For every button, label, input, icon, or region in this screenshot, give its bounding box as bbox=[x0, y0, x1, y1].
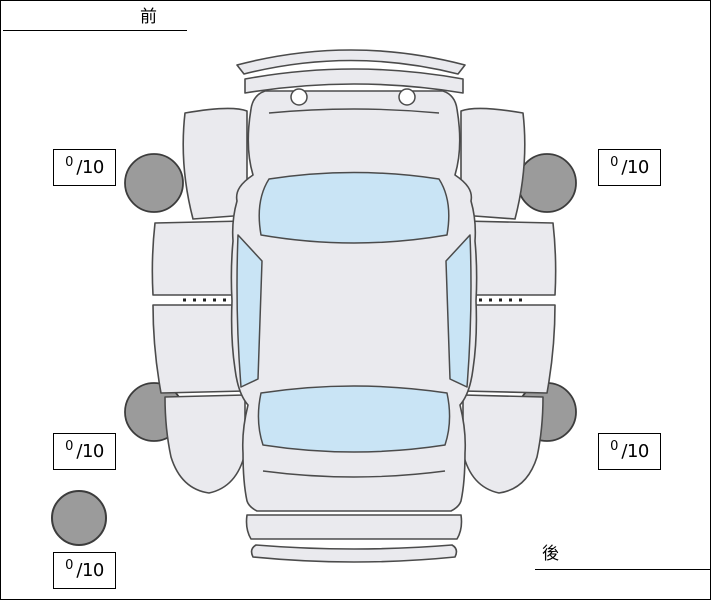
rear-bumper-upper bbox=[245, 514, 463, 540]
front-label: 前 bbox=[140, 7, 157, 27]
left-side-window bbox=[236, 234, 263, 388]
trunk-seam bbox=[262, 470, 446, 478]
score-value: 0 bbox=[610, 439, 619, 454]
tread-score-rear-right: 0/10 bbox=[598, 433, 661, 470]
front-underline bbox=[3, 30, 187, 31]
rear-left-quarter-panel bbox=[164, 394, 246, 494]
score-max: /10 bbox=[621, 441, 649, 462]
hood-seam bbox=[268, 108, 440, 114]
front-left-door bbox=[151, 220, 246, 296]
rear-bumper-lower bbox=[250, 544, 458, 563]
score-max: /10 bbox=[76, 441, 104, 462]
right-side-window bbox=[445, 234, 472, 388]
score-max: /10 bbox=[621, 157, 649, 178]
rear-right-door bbox=[462, 304, 556, 394]
wheel-front-left bbox=[124, 153, 184, 213]
front-right-fender bbox=[460, 107, 526, 220]
wheel-front-right bbox=[517, 153, 577, 213]
hood-right-circle bbox=[398, 88, 416, 106]
tread-score-front-right: 0/10 bbox=[598, 149, 661, 186]
score-value: 0 bbox=[65, 558, 74, 573]
score-value: 0 bbox=[65, 439, 74, 454]
rear-right-quarter-panel bbox=[462, 394, 544, 494]
rear-left-door bbox=[152, 304, 246, 394]
front-bumper bbox=[236, 49, 466, 75]
rear-underline bbox=[535, 569, 710, 570]
front-grille-panel bbox=[244, 68, 464, 94]
windshield-glass bbox=[258, 171, 450, 244]
tread-score-front-left: 0/10 bbox=[53, 149, 116, 186]
score-value: 0 bbox=[65, 155, 74, 170]
rear-window-glass bbox=[257, 385, 451, 453]
front-left-fender bbox=[182, 107, 248, 220]
hood-left-circle bbox=[290, 88, 308, 106]
score-max: /10 bbox=[76, 157, 104, 178]
tread-score-rear-left: 0/10 bbox=[53, 433, 116, 470]
rear-label: 後 bbox=[542, 544, 559, 564]
tread-score-spare: 0/10 bbox=[53, 552, 116, 589]
score-max: /10 bbox=[76, 560, 104, 581]
spare-tire bbox=[51, 490, 107, 546]
front-right-door bbox=[462, 220, 557, 296]
score-value: 0 bbox=[610, 155, 619, 170]
